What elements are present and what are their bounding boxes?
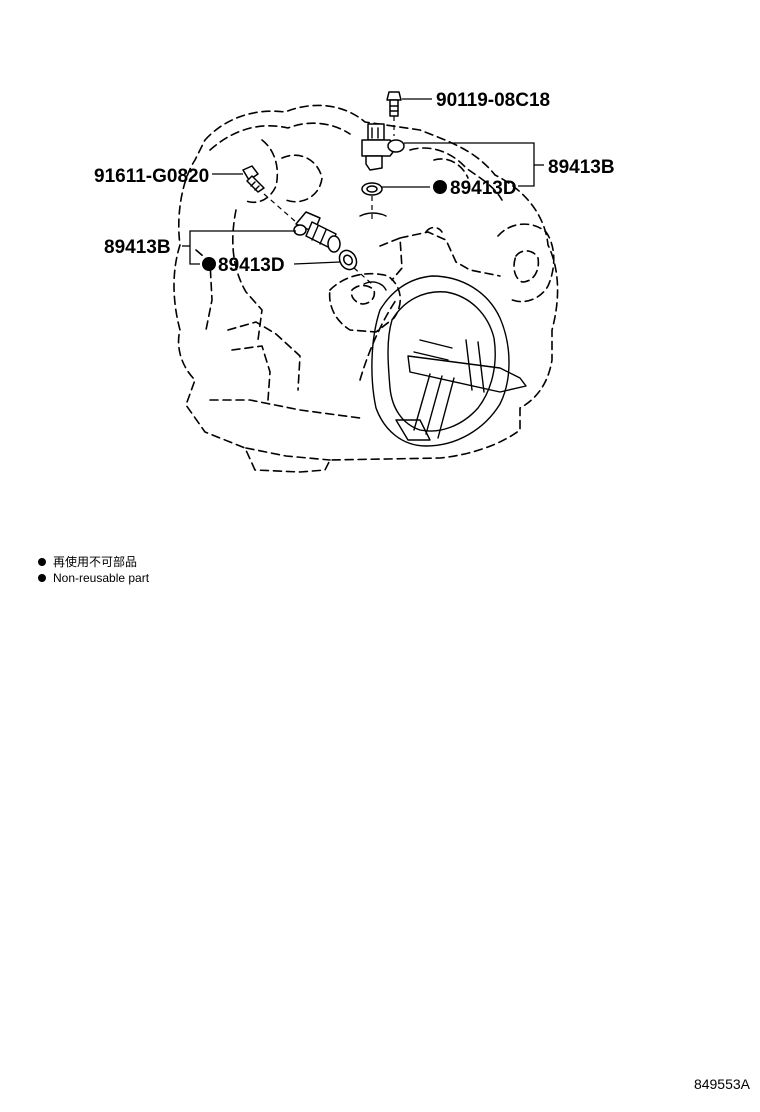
leader-bracket-left (189, 230, 296, 265)
bullet-dot-icon (38, 574, 46, 582)
leader-ring-left (293, 261, 341, 265)
legend-text-jp: 再使用不可部品 (53, 555, 138, 569)
transmission-parts-diagram: 90119-08C18 89413B 89413D 91611-G0820 89… (94, 90, 615, 473)
left-speed-sensor (293, 211, 341, 253)
transmission-housing (173, 104, 559, 473)
callout-bolt-top: 90119-08C18 (436, 90, 550, 111)
callout-ring-left: 89413D (218, 255, 285, 276)
callout-bolt-left: 91611-G0820 (94, 166, 209, 187)
bullet-dot-icon (38, 558, 46, 566)
legend-text-en: Non-reusable part (53, 571, 150, 585)
upper-speed-sensor (361, 123, 405, 171)
upper-o-ring (361, 182, 383, 196)
left-bolt-guide (263, 193, 297, 223)
figure-code: 849553A (693, 1076, 750, 1092)
legend: 再使用不可部品 Non-reusable part (38, 554, 149, 586)
bell-housing (371, 275, 527, 447)
left-bolt (242, 165, 265, 193)
callout-sensor-right: 89413B (548, 157, 615, 178)
callout-sensor-left: 89413B (104, 237, 171, 258)
upper-sensor-port (359, 212, 387, 217)
legend-row-en: Non-reusable part (38, 570, 149, 586)
legend-row-jp: 再使用不可部品 (38, 554, 149, 570)
left-sensor-guide (353, 267, 373, 285)
non-reusable-dot-left (202, 257, 216, 271)
non-reusable-dot-right (433, 180, 447, 194)
left-o-ring (338, 249, 358, 271)
callout-ring-right: 89413D (450, 178, 517, 199)
upper-bolt (386, 91, 402, 117)
left-sensor-port (363, 281, 387, 291)
